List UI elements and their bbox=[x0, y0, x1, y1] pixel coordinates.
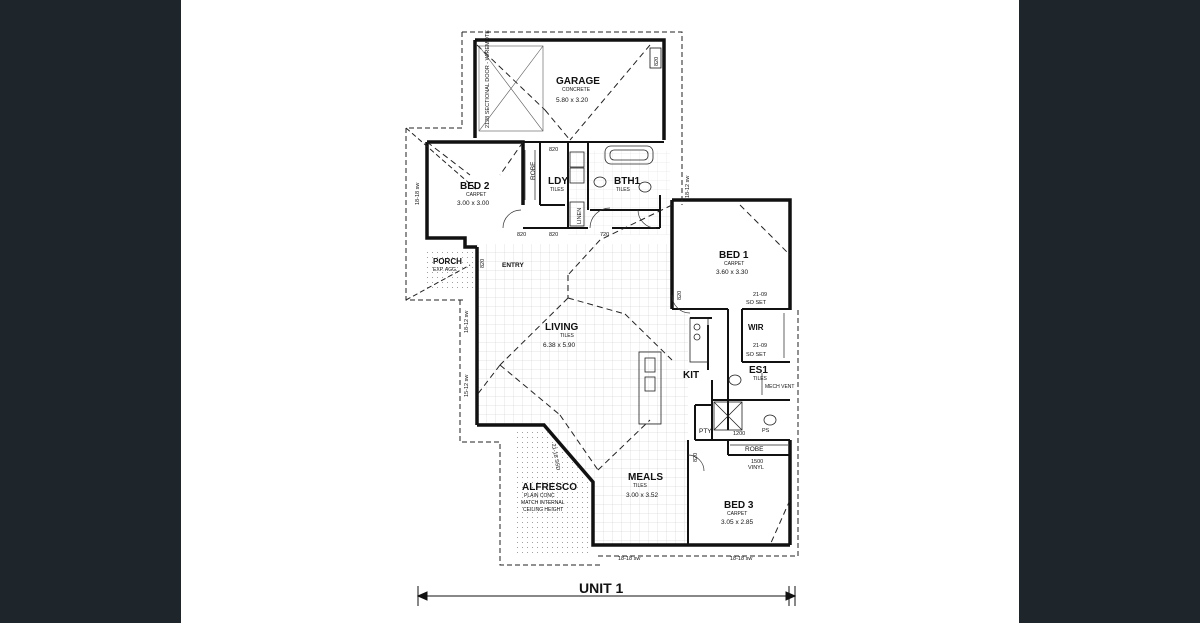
door-1500: 1500 bbox=[751, 459, 763, 465]
win-1818-left: 18-18 sw bbox=[415, 183, 421, 205]
door-720: 720 bbox=[600, 232, 609, 238]
bed2-size: 3.00 x 3.00 bbox=[457, 200, 490, 207]
living-labels: LIVING TILES 6.38 x 5.90 bbox=[543, 322, 579, 349]
roof-hip-lines bbox=[426, 44, 791, 546]
meals-size: 3.00 x 3.52 bbox=[626, 492, 659, 499]
door-820-e: 820 bbox=[480, 259, 486, 268]
porch-slab bbox=[424, 250, 474, 288]
ldy-name: LDY bbox=[548, 176, 568, 187]
vinyl-label: VINYL bbox=[748, 465, 764, 471]
bed3-finish: CARPET bbox=[727, 511, 747, 517]
win-1812-right: 18-12 sw bbox=[685, 176, 691, 198]
living-finish: TILES bbox=[560, 333, 575, 339]
win-2109-a: 21-09 bbox=[753, 292, 767, 298]
win-2109-b: 21-09 bbox=[753, 343, 767, 349]
es1-labels: ES1 TILES MECH VENT bbox=[749, 365, 794, 390]
porch-labels: PORCH EXP. AGG. ENTRY bbox=[433, 257, 524, 273]
fixtures bbox=[569, 145, 777, 431]
entry-label: ENTRY bbox=[502, 262, 524, 269]
wir-name: WIR bbox=[748, 323, 764, 332]
door-820-g: 820 bbox=[693, 453, 699, 462]
tiled-floor-area bbox=[477, 151, 688, 545]
alfresco-note2: CEILING HEIGHT bbox=[523, 507, 563, 513]
so-set-b: SO SET bbox=[746, 352, 767, 358]
unit-title: UNIT 1 bbox=[579, 580, 624, 596]
door-1200: 1200 bbox=[733, 431, 745, 437]
garage-size: 5.80 x 3.20 bbox=[556, 97, 589, 104]
bed2-finish: CARPET bbox=[466, 192, 486, 198]
robe-lines bbox=[524, 150, 788, 446]
kitchen-labels: KIT PTY ROBE 1500 VINYL 1200 PS bbox=[683, 370, 770, 471]
win-2118: 21-18 SSD bbox=[550, 443, 561, 471]
garage-door-cross bbox=[478, 45, 544, 132]
meals-labels: MEALS TILES 3.00 x 3.52 bbox=[626, 472, 663, 499]
bed3-labels: BED 3 CARPET 3.05 x 2.85 bbox=[721, 500, 754, 526]
garage-finish: CONCRETE bbox=[562, 87, 591, 93]
so-set-a: SO SET bbox=[746, 300, 767, 306]
linen-label: LINEN bbox=[577, 208, 583, 224]
ldy-labels: LDY TILES bbox=[548, 176, 568, 193]
external-walls bbox=[425, 38, 792, 547]
win-1812-living: 18-12 sw bbox=[464, 311, 470, 333]
win-1818-b2: 18-18 sw bbox=[730, 556, 752, 562]
garage-name: GARAGE bbox=[556, 76, 600, 87]
alfresco-labels: ALFRESCO PLAIN CONC MATCH INTERNAL CEILI… bbox=[521, 482, 577, 513]
meals-name: MEALS bbox=[628, 472, 663, 483]
door-820-f: 820 bbox=[677, 291, 683, 300]
es1-finish: TILES bbox=[753, 376, 768, 382]
dimension-tags: 820 820 820 720 820 820 820 18-18 sw 18-… bbox=[415, 147, 752, 562]
garage-labels: GARAGE CONCRETE 5.80 x 3.20 2128 SECTION… bbox=[485, 30, 600, 128]
win-1512: 15-12 sw bbox=[464, 375, 470, 397]
porch-finish: EXP. AGG. bbox=[433, 267, 457, 273]
es1-name: ES1 bbox=[749, 365, 768, 376]
alfresco-finish: PLAIN CONC bbox=[524, 493, 555, 499]
win-1818-b1: 18-18 sw bbox=[618, 556, 640, 562]
garage-door-820: 820 bbox=[654, 57, 660, 66]
alfresco-name: ALFRESCO bbox=[522, 482, 577, 493]
bed1-name: BED 1 bbox=[719, 250, 749, 261]
porch-name: PORCH bbox=[433, 257, 462, 266]
roof-outline bbox=[405, 31, 799, 566]
bed1-labels: BED 1 CARPET 3.60 x 3.30 21-09 SO SET bbox=[716, 250, 767, 306]
bed1-size: 3.60 x 3.30 bbox=[716, 269, 749, 276]
garage-door-note: 2128 SECTIONAL DOOR - W/REMOTE bbox=[485, 30, 491, 128]
bed2-name: BED 2 bbox=[460, 181, 490, 192]
kit-name: KIT bbox=[683, 370, 699, 381]
bed1-finish: CARPET bbox=[724, 261, 744, 267]
wir-labels: WIR 21-09 SO SET bbox=[746, 323, 767, 358]
bed3-size: 3.05 x 2.85 bbox=[721, 519, 754, 526]
ps-label: PS bbox=[762, 428, 770, 434]
garage-door-box bbox=[649, 47, 662, 69]
alfresco-note1: MATCH INTERNAL bbox=[521, 500, 565, 506]
living-name: LIVING bbox=[545, 322, 579, 333]
living-size: 6.38 x 5.90 bbox=[543, 342, 576, 349]
bth1-finish: TILES bbox=[616, 187, 631, 193]
door-820-c: 820 bbox=[517, 232, 526, 238]
robe-bed3: ROBE bbox=[745, 446, 764, 453]
overall-dimension-line bbox=[416, 586, 797, 606]
robe-bed2: ROBE bbox=[530, 161, 537, 180]
door-820-d: 820 bbox=[549, 232, 558, 238]
door-swings bbox=[502, 207, 705, 472]
bed2-labels: BED 2 CARPET 3.00 x 3.00 ROBE bbox=[457, 161, 537, 207]
mech-vent: MECH VENT bbox=[765, 384, 794, 390]
bth1-name: BTH1 bbox=[614, 176, 641, 187]
bed3-name: BED 3 bbox=[724, 500, 754, 511]
pty-label: PTY bbox=[699, 428, 712, 435]
ldy-finish: TILES bbox=[550, 187, 565, 193]
meals-finish: TILES bbox=[633, 483, 648, 489]
door-820-b: 820 bbox=[549, 147, 558, 153]
bth1-labels: BTH1 TILES LINEN bbox=[577, 176, 641, 224]
alfresco-slab bbox=[515, 428, 590, 554]
